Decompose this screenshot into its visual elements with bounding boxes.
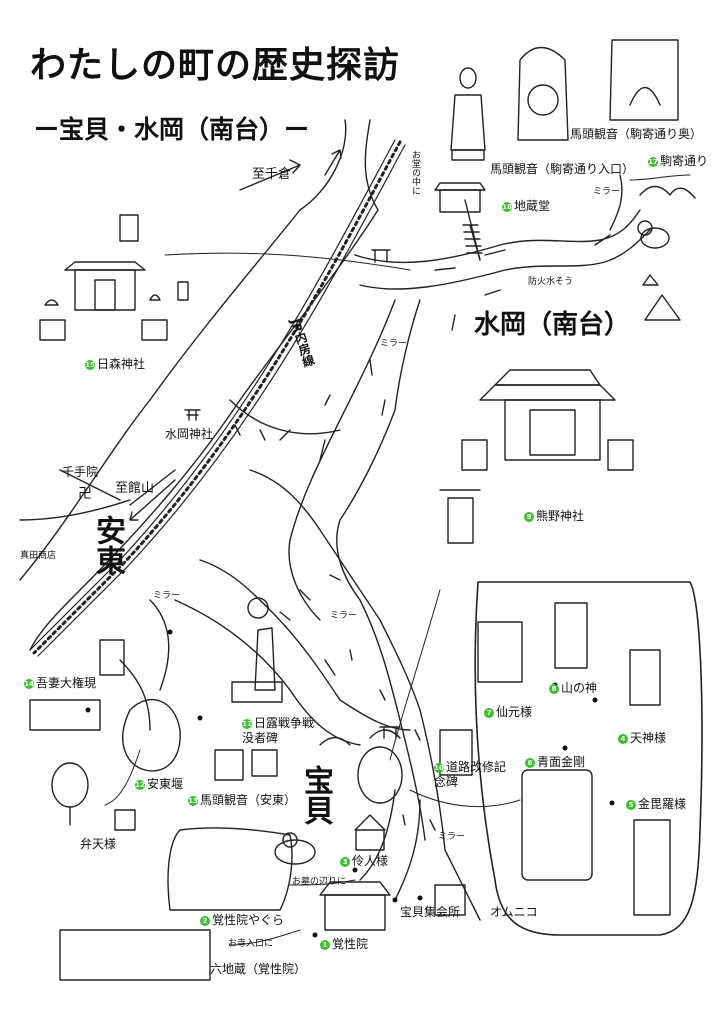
hogai-stone-cluster	[357, 746, 403, 804]
reijin-sama-stone	[354, 814, 386, 851]
label-senjuin: 千手院	[62, 465, 99, 479]
shrine-group-boundary	[474, 581, 703, 936]
direction-tateyama: 至館山	[115, 481, 155, 496]
torii-gates	[371, 249, 401, 739]
railway-line	[29, 139, 406, 657]
area-label-mizuoka: 水岡（南台）	[474, 310, 631, 340]
direction-chikura: 至千倉	[252, 167, 292, 182]
bato-kannon-anto-stones	[214, 749, 278, 781]
area-label-anto: 安東	[90, 515, 125, 575]
label-bato-kannon-inner: 馬頭観音（駒寄通り奥）	[570, 127, 703, 141]
cat-drawing	[274, 832, 316, 865]
label-rokujizo: 六地蔵（覚性院）	[210, 962, 307, 976]
azuma-gongen-shrine	[29, 639, 125, 731]
west-roads	[19, 469, 176, 731]
jizo-do-hall	[434, 182, 486, 213]
mizuoka-roads	[339, 174, 651, 421]
label-bato-kannon-entrance: 馬頭観音（駒寄通り入口）	[490, 162, 635, 176]
mirror-marker: ミラー	[380, 339, 408, 349]
mirror-marker: ミラー	[330, 611, 358, 621]
stone-steps	[462, 224, 483, 254]
road-repair-monument	[439, 729, 473, 776]
label-at-entrance: お寺入口に	[228, 939, 274, 949]
hinomori-jinja-shrine	[39, 214, 189, 341]
label-sanada-store: 真田商店	[20, 551, 57, 561]
bato-kannon-stone-2	[609, 39, 679, 121]
page-subtitle: ー宝貝・水岡（南台）ー	[34, 115, 310, 144]
benten-tree	[51, 762, 136, 831]
middle-roads	[174, 399, 446, 851]
main-road	[19, 119, 379, 651]
anto-weir-pond	[122, 699, 181, 772]
label-benten: 弁天様	[80, 837, 117, 851]
page-title: わたしの町の歴史探訪	[30, 45, 401, 86]
mizuoka-jinja-gate	[184, 409, 266, 441]
shrine-group-stones	[477, 602, 671, 916]
kakushoin-yagura-cave	[167, 827, 293, 911]
manji-icon: 卍	[78, 486, 92, 502]
dog-drawing	[637, 220, 670, 249]
label-in-hall: お堂の中に	[410, 150, 420, 195]
label-hogai-hall: 宝貝集会所	[400, 905, 461, 919]
mirror-marker: ミラー	[153, 591, 181, 601]
omuniko-building	[434, 884, 466, 916]
label-leader-lines	[104, 174, 691, 946]
tent-drawing	[642, 274, 681, 321]
label-fire-water-tank: 防火水そう	[528, 277, 574, 287]
label-mizuoka-jinja: 水岡神社	[165, 427, 214, 441]
mizuoka-statue	[450, 67, 486, 161]
bato-kannon-stone-1	[517, 46, 569, 141]
kumano-jinja-shrine	[439, 369, 634, 544]
nichiro-memorial	[231, 597, 283, 703]
mirror-marker: ミラー	[593, 187, 621, 197]
label-near-grave: お墓の辺りに	[292, 877, 347, 887]
mountain-bumps	[319, 185, 696, 746]
mirror-marker: ミラー	[438, 832, 466, 842]
area-label-hogai: 宝貝	[298, 765, 333, 825]
direction-arrows	[129, 149, 611, 831]
label-omuniko: オムニコ	[490, 905, 538, 919]
kakushoin-temple	[319, 881, 391, 931]
rokujizo-statues	[59, 929, 211, 981]
